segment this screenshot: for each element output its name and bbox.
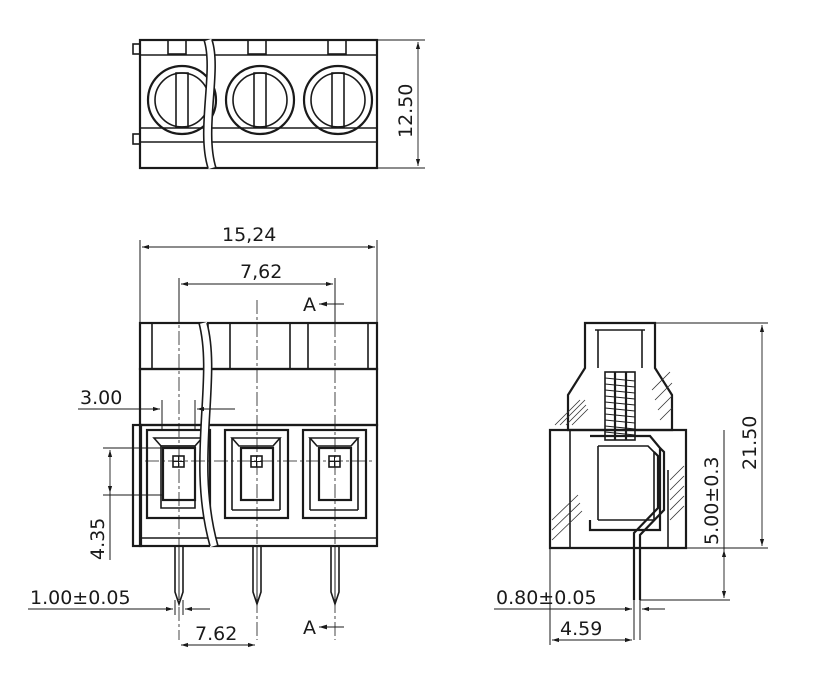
dim-top-height: 12.50 [395,84,417,138]
dim-slot-width: 3.00 [80,387,122,409]
dim-total-width: 15,24 [222,224,276,246]
dim-side-pin-width: 0.80±0.05 [496,587,597,609]
dim-window-height: 4.35 [87,518,109,560]
dim-pitch-bottom: 7.62 [195,623,237,645]
front-view: 15,24 7,62 A 3.00 4.35 1.00±0.05 7.62 [28,224,379,648]
pocket-3 [301,428,368,520]
side-section-view: 21.50 5.00±0.3 0.80±0.05 4.59 [494,321,768,645]
dim-side-pin-height: 5.00±0.3 [701,457,723,545]
dim-pin-width: 1.00±0.05 [30,587,131,609]
top-view: 12.50 [132,38,425,170]
dim-side-total-height: 21.50 [739,416,761,470]
screw-head-2 [224,64,296,136]
section-mark-top: A [303,294,316,316]
section-mark-bottom: A [303,617,316,639]
pocket-2 [223,428,290,520]
screw-head-3 [302,64,374,136]
dim-side-pin-offset: 4.59 [560,618,602,640]
dim-pitch-top: 7,62 [240,261,282,283]
